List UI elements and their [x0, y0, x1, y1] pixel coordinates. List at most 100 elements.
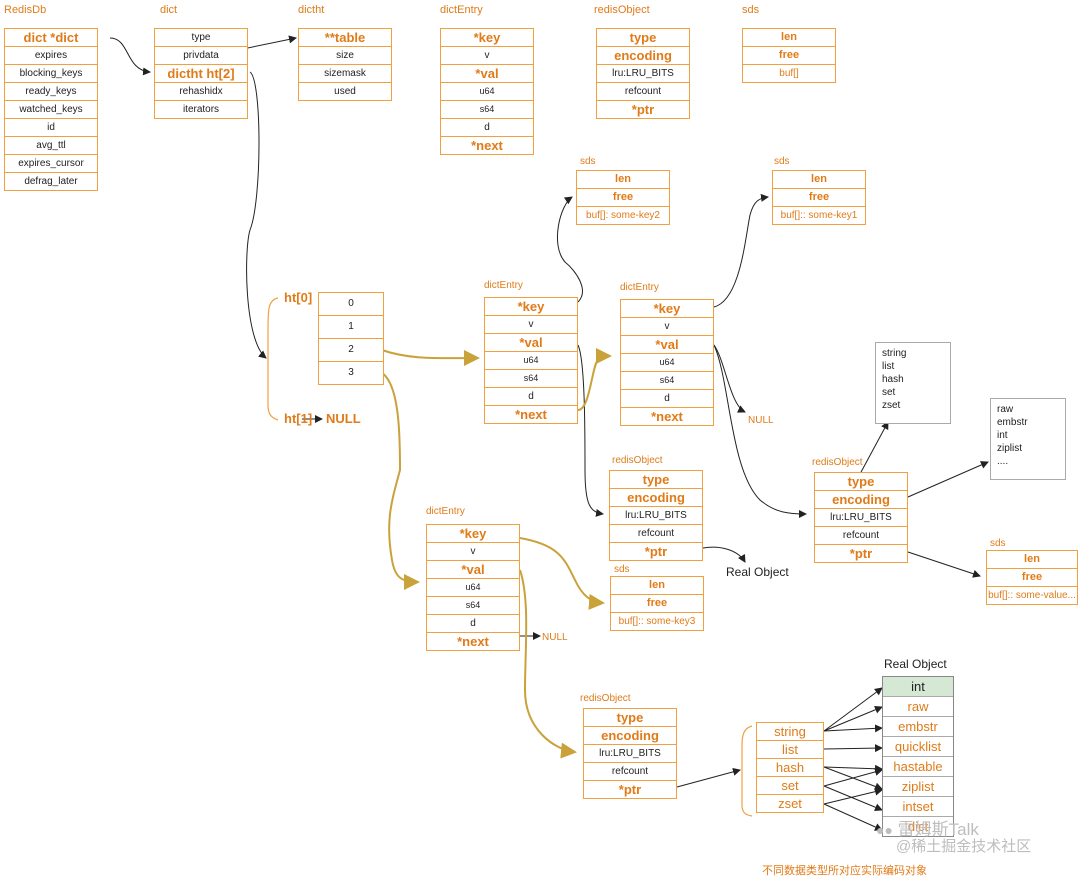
arrow-set-hastable — [823, 768, 883, 787]
sds-key1-struct: len free buf[]:: some-key1 — [772, 170, 866, 225]
dict-field: dictht ht[2] — [155, 64, 247, 82]
dictentry-field: u64 — [427, 578, 519, 596]
dictht-field: **table — [324, 30, 366, 45]
sds-top-struct: len free buf[] — [742, 28, 836, 83]
dict-struct: type privdata dictht ht[2] rehashidx ite… — [154, 28, 248, 119]
dictht-field: size — [299, 46, 391, 64]
arrow-key-sds2 — [556, 196, 583, 303]
watermark-line-1: ●● 雷姆斯Talk — [876, 815, 979, 840]
redisdb-field: expires_cursor — [5, 154, 97, 172]
dictentry-field: *next — [485, 405, 577, 423]
dictentry-field: s64 — [441, 100, 533, 118]
ht1-null: NULL — [326, 411, 361, 426]
redisobject-field: encoding — [584, 726, 676, 744]
redisobject-field: *ptr — [597, 100, 689, 118]
sds-field: free — [987, 568, 1077, 586]
sds-field: free — [611, 594, 703, 612]
sds-field: free — [577, 188, 669, 206]
redisobject-field: refcount — [584, 762, 676, 780]
redisobject-field: refcount — [815, 526, 907, 544]
sds-top-title: sds — [742, 4, 760, 16]
redisobject-field: encoding — [597, 46, 689, 64]
encodings-note-line: .... — [997, 456, 1009, 467]
dict-field: rehashidx — [155, 82, 247, 100]
sds-field: buf[]: some-key2 — [577, 206, 669, 224]
dictentry-field: v — [485, 315, 577, 333]
type-list: string list hash set zset — [756, 722, 824, 813]
redisobject-field: type — [629, 30, 657, 45]
dictentry-field: v — [621, 317, 713, 335]
sds-field: buf[]:: some-key1 — [773, 206, 865, 224]
ht0-buckets: 0 1 2 3 — [318, 292, 384, 385]
redisobject-field: encoding — [610, 488, 702, 506]
arrow-ptr-real-object — [702, 546, 746, 563]
arrow-hash-hastable — [823, 764, 883, 773]
sds-value-title: sds — [990, 538, 1006, 549]
redisobject-field: type — [616, 710, 644, 725]
redisdb-field: defrag_later — [5, 172, 97, 190]
dictentry-field: *key — [473, 30, 501, 45]
sds-key2-struct: len free buf[]: some-key2 — [576, 170, 670, 225]
redisobject-field: lru:LRU_BITS — [815, 508, 907, 526]
redisobject-a-title: redisObject — [612, 455, 663, 466]
arrow-val-redisobject-a — [577, 344, 604, 517]
sds-field: len — [781, 31, 797, 43]
redisobject-b-title: redisObject — [812, 457, 863, 468]
redisobject-top-struct: type encoding lru:LRU_BITS refcount *ptr — [596, 28, 690, 119]
arrow-next-null-b — [713, 344, 746, 413]
sds-field: free — [743, 46, 835, 64]
arrow-val-redisobject-b — [713, 344, 807, 518]
types-note-line: list — [882, 361, 895, 372]
ht-bracket — [267, 297, 279, 421]
type-list-bracket — [741, 725, 753, 817]
redisobject-c-title: redisObject — [580, 693, 631, 704]
dictentry-top-title: dictEntry — [440, 4, 483, 16]
dictentry-field: *key — [653, 301, 681, 316]
arrow-redisdb-dict — [109, 37, 151, 76]
sds-field: len — [1024, 553, 1040, 565]
real-object-list: int raw embstr quicklist hastable ziplis… — [882, 676, 954, 837]
dictentry-field: *next — [441, 136, 533, 154]
encoding-item: dict — [883, 816, 953, 836]
dict-field: privdata — [155, 46, 247, 64]
ht1-label: ht[1] — [284, 411, 313, 426]
dictentry-field: s64 — [485, 369, 577, 387]
arrow-zset-ziplist — [823, 787, 883, 805]
dictht-field: sizemask — [299, 64, 391, 82]
type-item: set — [757, 776, 823, 794]
sds-field: len — [811, 173, 827, 185]
types-note: string list hash set zset — [875, 342, 951, 424]
dictentry-a-struct: *key v *val u64 s64 d *next — [484, 297, 578, 424]
dict-field: iterators — [155, 100, 247, 118]
arrow-zset-dict — [823, 803, 883, 831]
sds-field: len — [649, 579, 665, 591]
dictentry-field: *key — [459, 526, 487, 541]
dictentry-field: *next — [427, 632, 519, 650]
redisobject-field: type — [847, 474, 875, 489]
redisdb-title: RedisDb — [4, 4, 47, 16]
sds-key1-title: sds — [774, 156, 790, 167]
arrow-type-doc — [859, 421, 889, 475]
redisdb-field: dict *dict — [23, 30, 79, 45]
types-note-line: set — [882, 387, 896, 398]
arrow-key-sds1 — [713, 193, 769, 308]
redisdb-field: expires — [5, 46, 97, 64]
encoding-item: int — [883, 677, 953, 696]
dictentry-field: u64 — [485, 351, 577, 369]
sds-field: buf[]:: some-value... — [987, 586, 1077, 604]
encodings-note-line: raw — [997, 404, 1014, 415]
arrow-set-intset — [823, 785, 883, 812]
sds-key3-title: sds — [614, 564, 630, 575]
sds-value-struct: len free buf[]:: some-value... — [986, 550, 1078, 605]
arrow-bucket2-dictentry-a — [381, 349, 480, 367]
arrow-ptr-sds-value — [907, 551, 981, 578]
arrow-encoding-doc — [907, 461, 989, 498]
dictentry-field: d — [621, 389, 713, 407]
dictht-field: used — [299, 82, 391, 100]
redisdb-field: watched_keys — [5, 100, 97, 118]
redisdb-field: avg_ttl — [5, 136, 97, 154]
arrow-string-raw — [823, 705, 883, 732]
ht0-bucket: 1 — [319, 315, 383, 338]
watermark-text-1: 雷姆斯Talk — [897, 820, 979, 839]
